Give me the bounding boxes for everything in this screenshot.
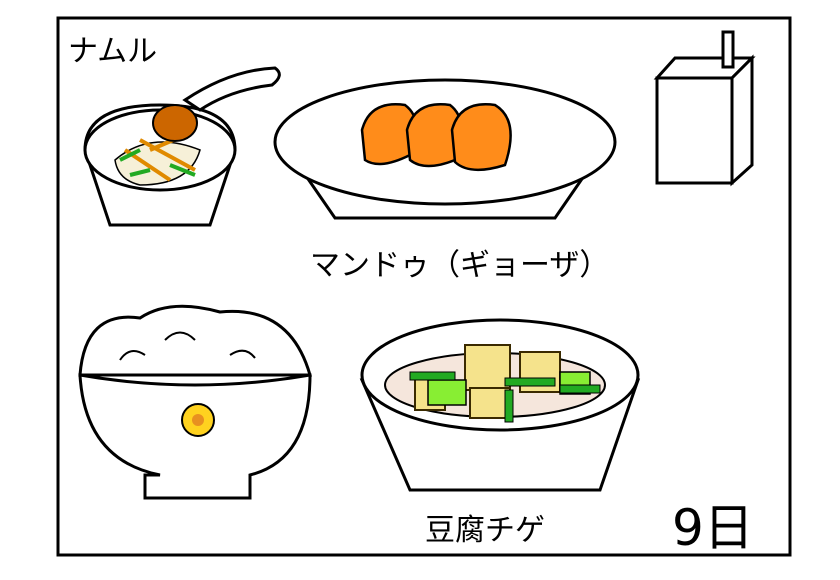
namul-bowl-image [83, 66, 281, 227]
tofu-chige-label: 豆腐チゲ [425, 513, 545, 548]
straw [721, 30, 735, 69]
mandu-plate-image [273, 78, 617, 220]
mandu-label: マンドゥ（ギョーザ） [310, 248, 610, 283]
tofu-chige-bowl-image [359, 318, 641, 492]
green-onions [409, 371, 601, 423]
flower-decoration [181, 403, 215, 437]
rice-bowl-image [78, 304, 312, 500]
date-label: 9日 [672, 499, 754, 557]
namul-label: ナムル [68, 34, 158, 69]
spoon [182, 66, 281, 112]
milk-carton-image [653, 30, 756, 187]
dumplings [360, 103, 512, 171]
